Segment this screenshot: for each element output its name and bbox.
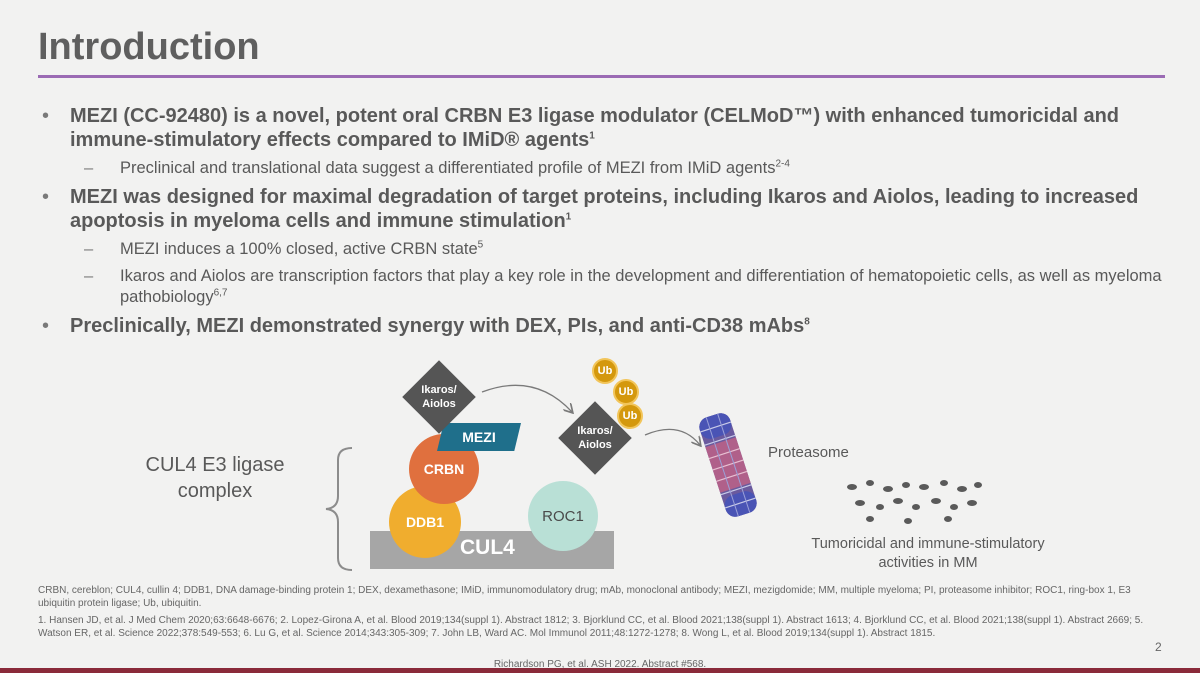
target-label-ubiquitinated: Ikaros/ Aiolos	[555, 424, 635, 452]
ubiquitin-3-label: Ub	[622, 410, 638, 422]
ubiquitin-3: Ub	[617, 403, 643, 429]
bullet-2-sub-1: MEZI induces a 100% closed, active CRBN …	[42, 239, 1172, 260]
bullet-list: MEZI (CC-92480) is a novel, potent oral …	[42, 104, 1172, 344]
footnotes: CRBN, cereblon; CUL4, cullin 4; DDB1, DN…	[38, 585, 1158, 645]
ddb1-label: DDB1	[405, 514, 445, 530]
slide-title: Introduction	[38, 26, 260, 68]
bullet-2-sub-2-ref: 6,7	[213, 287, 228, 299]
roc1-label: ROC1	[542, 507, 584, 525]
ubiquitin-2: Ub	[613, 379, 639, 405]
target-label-bound-line-1: Ikaros/	[421, 384, 457, 396]
mezi-tag: MEZI	[437, 423, 521, 451]
arrow-to-ubiquitination	[481, 384, 572, 412]
page-number: 2	[1155, 640, 1162, 654]
ubiquitin-2-label: Ub	[618, 386, 634, 398]
bullet-1-ref: 1	[589, 130, 595, 142]
target-label-ubiquitinated-line-1: Ikaros/	[577, 425, 613, 437]
bullet-2: MEZI was designed for maximal degradatio…	[42, 185, 1172, 233]
bullet-3-text: Preclinically, MEZI demonstrated synergy…	[70, 315, 805, 337]
target-label-bound-line-2: Aiolos	[422, 398, 456, 410]
bullet-1-sub-1: Preclinical and translational data sugge…	[42, 158, 1172, 179]
bullet-2-ref: 1	[565, 211, 572, 223]
proteasome-icon	[699, 413, 757, 517]
peptide-fragments-icon	[847, 480, 982, 524]
title-divider	[38, 75, 1165, 78]
source-citation: Richardson PG, et al. ASH 2022. Abstract…	[493, 659, 707, 670]
bullet-2-sub-2: Ikaros and Aiolos are transcription fact…	[42, 266, 1172, 308]
bullet-1-text: MEZI (CC-92480) is a novel, potent oral …	[70, 105, 1120, 151]
target-label-bound: Ikaros/ Aiolos	[399, 383, 479, 411]
bullet-3: Preclinically, MEZI demonstrated synergy…	[42, 314, 1172, 338]
ubiquitin-1: Ub	[592, 358, 618, 384]
arrow-to-proteasome	[644, 428, 700, 445]
bullet-2-sub-1-ref: 5	[477, 239, 484, 251]
bottom-accent-bar	[0, 668, 1200, 673]
bullet-2-text: MEZI was designed for maximal degradatio…	[70, 186, 1139, 232]
activity-label-line-2: activities in MM	[878, 555, 978, 571]
complex-label: CUL4 E3 ligase complex	[130, 452, 300, 504]
activity-label-line-1: Tumoricidal and immune-stimulatory	[811, 536, 1045, 552]
curly-brace-icon	[325, 447, 353, 571]
proteasome-label: Proteasome	[768, 444, 849, 461]
target-label-ubiquitinated-line-2: Aiolos	[578, 439, 612, 451]
bullet-1: MEZI (CC-92480) is a novel, potent oral …	[42, 104, 1172, 152]
crbn-label: CRBN	[423, 461, 465, 477]
cul4-label: CUL4	[460, 536, 515, 559]
bullet-3-ref: 8	[804, 316, 810, 328]
complex-label-line-1: CUL4 E3 ligase	[145, 454, 285, 476]
ubiquitin-1-label: Ub	[597, 365, 613, 377]
references-text: 1. Hansen JD, et al. J Med Chem 2020;63:…	[38, 615, 1144, 639]
abbreviations-text: CRBN, cereblon; CUL4, cullin 4; DDB1, DN…	[38, 585, 1131, 609]
complex-label-line-2: complex	[177, 480, 253, 502]
bullet-2-sub-1-text: MEZI induces a 100% closed, active CRBN …	[120, 240, 478, 258]
mezi-label: MEZI	[462, 429, 496, 445]
roc1-circle: ROC1	[528, 481, 598, 551]
bullet-1-sub-1-ref: 2-4	[775, 158, 790, 170]
bullet-1-sub-1-text: Preclinical and translational data sugge…	[120, 159, 776, 177]
activity-label: Tumoricidal and immune-stimulatory activ…	[778, 535, 1078, 573]
bullet-2-sub-2-text: Ikaros and Aiolos are transcription fact…	[120, 267, 1162, 306]
